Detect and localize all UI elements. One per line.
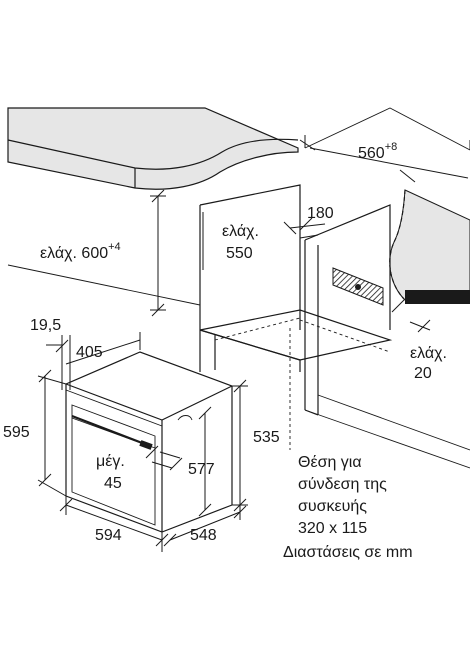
label-min-550-word: ελάχ.: [222, 223, 259, 240]
label-577: 577: [188, 461, 215, 478]
note-line-2: σύνδεση της: [298, 476, 387, 493]
label-min-600: ελάχ. 600+4: [40, 241, 121, 262]
label-535: 535: [253, 429, 280, 446]
label-min-20-value: 20: [414, 365, 432, 382]
dimension-labels: 560+8 180 ελάχ. 550 ελάχ. 600+4 ελάχ. 20…: [3, 141, 447, 544]
label-595: 595: [3, 424, 30, 441]
note-line-4: 320 x 115: [298, 520, 367, 537]
label-180: 180: [307, 205, 334, 222]
countertop: [7, 107, 299, 190]
notes: Θέση για σύνδεση της συσκευής 320 x 115 …: [283, 454, 413, 561]
floor-lines: [7, 264, 470, 469]
label-max-45-value: 45: [104, 475, 122, 492]
dimension-lines: [37, 135, 470, 552]
label-min-550-value: 550: [226, 245, 253, 262]
dark-plinth: [405, 290, 470, 304]
cabinet-niche: [199, 184, 393, 450]
label-max-45-word: μέγ.: [96, 453, 125, 470]
note-line-1: Θέση για: [298, 454, 362, 471]
label-560: 560+8: [358, 141, 397, 162]
connection-box: [332, 267, 384, 306]
label-19-5: 19,5: [30, 317, 61, 334]
label-594: 594: [95, 527, 122, 544]
note-line-3: συσκευής: [298, 498, 367, 515]
label-548: 548: [190, 527, 217, 544]
label-405: 405: [76, 344, 103, 361]
right-wall: [304, 107, 470, 304]
connection-point: [355, 284, 361, 290]
label-min-20-word: ελάχ.: [410, 345, 447, 362]
oven: [65, 351, 233, 533]
units-note: Διαστάσεις σε mm: [283, 544, 413, 561]
